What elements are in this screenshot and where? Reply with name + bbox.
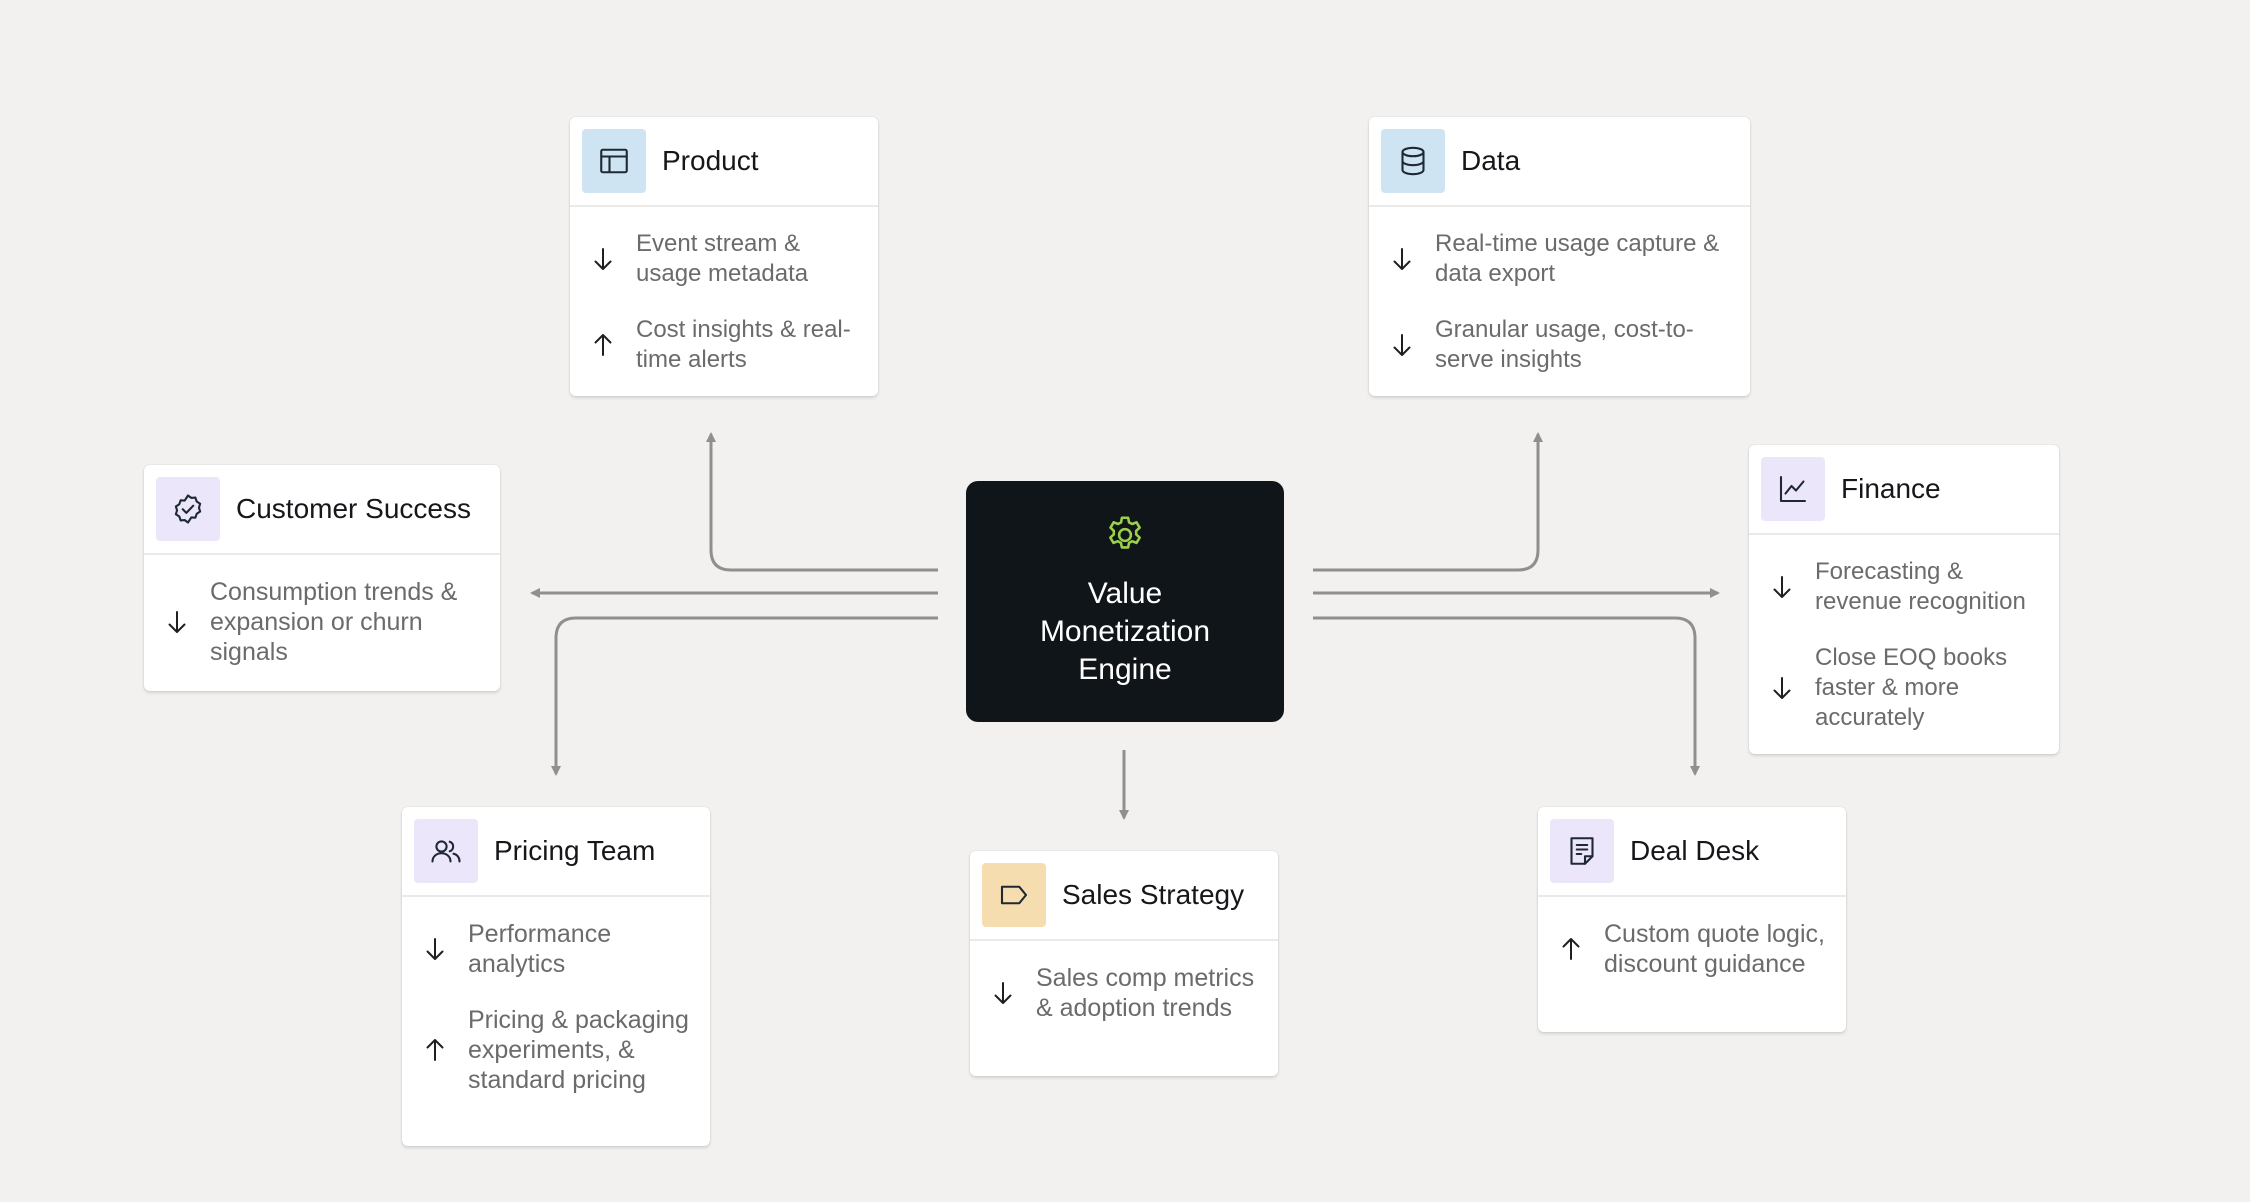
item-text: Consumption trends & expansion or churn … — [210, 578, 458, 666]
item-text: Forecasting & revenue recognition — [1815, 558, 2026, 615]
connector-to-product — [706, 432, 938, 572]
database-icon — [1401, 146, 1425, 176]
arrow-up-icon — [426, 1039, 444, 1061]
engine-title: Value Monetization Engine — [1039, 577, 1211, 686]
arrow-down-icon — [1393, 334, 1411, 356]
arrow-up-icon — [1562, 938, 1580, 960]
icon-box — [582, 129, 646, 193]
arrow-down-icon — [594, 248, 612, 270]
item-text: Event stream & usage metadata — [636, 230, 809, 287]
list-item: Forecasting & revenue recognition — [1767, 557, 2043, 617]
list-item: Real-time usage capture & data export — [1387, 229, 1734, 289]
item-text: Sales comp metrics & adoption trends — [1036, 964, 1255, 1022]
card-title: Deal Desk — [1630, 835, 1760, 866]
card-pricing-team: Pricing Team Performance analytics Prici… — [402, 807, 710, 1146]
connector-to-pricing-team — [551, 616, 938, 776]
value-monetization-engine: Value Monetization Engine — [966, 481, 1284, 722]
list-item: Close EOQ books faster & more accurately — [1767, 643, 2043, 733]
arrow-down-icon — [994, 982, 1012, 1004]
item-text: Pricing & packaging experiments, & stand… — [468, 1006, 689, 1094]
icon-box — [156, 477, 220, 541]
list-item: Cost insights & real-time alerts — [588, 315, 862, 375]
connector-to-data — [1313, 432, 1543, 572]
card-body: Real-time usage capture & data export Gr… — [1369, 207, 1750, 391]
users-icon — [431, 840, 461, 863]
tag-icon — [1000, 885, 1028, 905]
document-icon — [1570, 837, 1594, 865]
card-deal-desk: Deal Desk Custom quote logic, discount g… — [1538, 807, 1846, 1032]
arrow-down-icon — [1393, 248, 1411, 270]
card-header: Product — [570, 117, 878, 207]
card-title: Pricing Team — [494, 835, 656, 866]
icon-box — [1761, 457, 1825, 521]
item-text: Granular usage, cost-to-serve insights — [1435, 316, 1694, 373]
icon-box — [414, 819, 478, 883]
card-title: Customer Success — [236, 493, 471, 524]
card-header: Deal Desk — [1538, 807, 1846, 897]
icon-box — [1381, 129, 1445, 193]
list-item: Performance analytics — [420, 919, 694, 979]
card-title: Sales Strategy — [1062, 879, 1245, 910]
card-customer-success: Customer Success Consumption trends & ex… — [144, 465, 500, 691]
item-text: Cost insights & real-time alerts — [636, 316, 851, 373]
card-body: Custom quote logic, discount guidance — [1538, 897, 1846, 995]
item-text: Real-time usage capture & data export — [1435, 230, 1720, 287]
card-header: Pricing Team — [402, 807, 710, 897]
list-item: Custom quote logic, discount guidance — [1556, 919, 1830, 979]
list-item: Sales comp metrics & adoption trends — [988, 963, 1262, 1023]
card-body: Sales comp metrics & adoption trends — [970, 941, 1278, 1039]
connector-to-deal-desk — [1313, 616, 1700, 776]
card-header: Sales Strategy — [970, 851, 1278, 941]
card-product: Product Event stream & usage metadata Co… — [570, 117, 878, 396]
arrow-down-icon — [1773, 576, 1791, 598]
card-header: Customer Success — [144, 465, 500, 555]
card-finance: Finance Forecasting & revenue recognitio… — [1749, 445, 2059, 754]
card-body: Performance analytics Pricing & packagin… — [402, 897, 710, 1111]
list-item: Granular usage, cost-to-serve insights — [1387, 315, 1734, 375]
list-item: Event stream & usage metadata — [588, 229, 862, 289]
badge-check-icon — [174, 494, 202, 524]
icon-box — [1550, 819, 1614, 883]
card-title: Data — [1461, 145, 1521, 176]
line-chart-icon — [1779, 475, 1807, 503]
card-data: Data Real-time usage capture & data expo… — [1369, 117, 1750, 396]
list-item: Consumption trends & expansion or churn … — [162, 577, 484, 667]
card-body: Event stream & usage metadata Cost insig… — [570, 207, 878, 391]
item-text: Performance analytics — [468, 920, 612, 978]
item-text: Custom quote logic, discount guidance — [1604, 920, 1825, 978]
arrow-up-icon — [594, 334, 612, 356]
card-title: Finance — [1841, 473, 1941, 504]
item-text: Close EOQ books faster & more accurately — [1815, 644, 2008, 731]
card-body: Forecasting & revenue recognition Close … — [1749, 535, 2059, 749]
arrow-down-icon — [426, 938, 444, 960]
card-title: Product — [662, 145, 759, 176]
card-body: Consumption trends & expansion or churn … — [144, 555, 500, 683]
arrow-down-icon — [168, 611, 186, 633]
card-header: Finance — [1749, 445, 2059, 535]
card-sales-strategy: Sales Strategy Sales comp metrics & adop… — [970, 851, 1278, 1076]
arrow-down-icon — [1773, 677, 1791, 699]
card-header: Data — [1369, 117, 1750, 207]
layout-icon — [600, 148, 628, 174]
gear-icon — [1109, 516, 1141, 549]
list-item: Pricing & packaging experiments, & stand… — [420, 1005, 694, 1095]
icon-box — [982, 863, 1046, 927]
